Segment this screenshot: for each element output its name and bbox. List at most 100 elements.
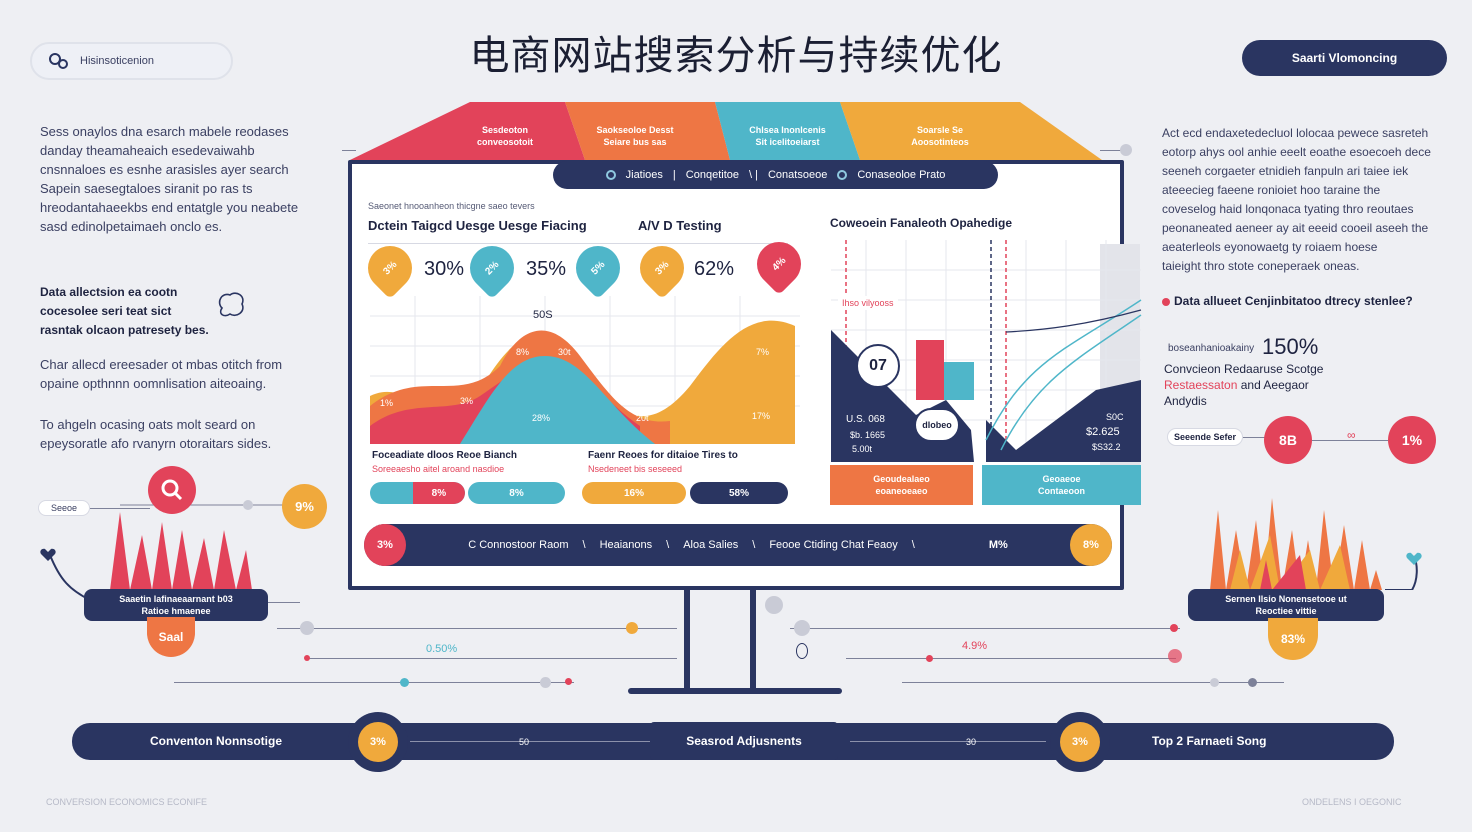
top-left-pill-label: Hisinsoticenion — [80, 55, 154, 67]
area-label-g: 17% — [752, 411, 771, 421]
timeline-dot-5b — [1168, 649, 1182, 663]
footer-item-2[interactable]: Aloa Salies — [683, 539, 739, 551]
funnel-val-1: U.S. 068 — [846, 414, 885, 425]
section-title-funnel: Coweoein Fanaleoth Opahedige — [830, 216, 1013, 230]
pct-right: 4.9% — [962, 640, 988, 652]
nav-item-2[interactable]: Conatsoeoe — [767, 169, 828, 181]
top-left-pill[interactable]: Hisinsoticenion — [30, 42, 233, 80]
left-small-tag: Seeoe — [38, 500, 90, 516]
link-icon — [48, 52, 70, 70]
bottom-left-circle: 3% — [348, 712, 408, 772]
right-sub-3: Andydis — [1164, 394, 1207, 408]
left-connector-dot — [243, 500, 253, 510]
pct-left: 0.50% — [426, 643, 458, 655]
bottom-left-title: Foceadiate dloos Reoe Bianch — [372, 450, 518, 461]
bottom-left-sub: Soreeaesho aitel aroand nasdioe — [372, 464, 505, 474]
right-circle-connector — [1312, 440, 1388, 441]
left-orange-badge: Saal — [147, 617, 195, 657]
bottom-left-rule — [410, 741, 650, 742]
bottom-right-label[interactable]: Top 2 Farnaeti Song — [1152, 734, 1267, 748]
right-circle-1: 8B — [1264, 416, 1312, 464]
area-label-h: 7% — [756, 347, 770, 357]
timeline-dot-4a — [794, 620, 810, 636]
footer-right-text: M% — [988, 539, 1008, 551]
funnel-right-val-0: S0C — [1106, 412, 1124, 422]
area-label-b: 30t — [558, 347, 571, 357]
timeline-dot-3a — [400, 678, 409, 687]
monitor-stand-base — [628, 688, 842, 694]
left-stat-circle: 9% — [282, 484, 327, 529]
bottom-right-circle: 3% — [1050, 712, 1110, 772]
monitor-stand-neck — [684, 590, 690, 690]
nav-icon-0 — [605, 170, 616, 180]
bottom-left-label[interactable]: Conventon Nonnsotige — [150, 734, 282, 748]
footer-item-0[interactable]: C Connostoor Raom — [468, 539, 569, 551]
pin-1-value: 35% — [526, 258, 567, 280]
area-label-a: 8% — [516, 347, 530, 357]
timeline-line-3 — [174, 682, 574, 683]
footer-left-badge: 3% — [364, 524, 406, 566]
right-circle-2: 1% — [1388, 416, 1436, 464]
stand-dot — [765, 596, 783, 614]
right-orange-badge: 83% — [1268, 618, 1318, 660]
footer-item-3[interactable]: Feooe Ctiding Chat Feaoy — [769, 539, 898, 551]
brain-icon — [214, 288, 248, 322]
progress-bar-1: 8% — [468, 482, 565, 504]
timeline-dot-5a — [926, 655, 933, 662]
bottom-mid-left-small: 50 — [519, 737, 530, 747]
timeline-line-6 — [902, 682, 1284, 683]
right-question-bullet — [1162, 298, 1170, 306]
right-sub-1: Convcieon Redaaruse Scotge — [1164, 362, 1324, 376]
monitor-nav: Jiatioes| Conqetitoe\ | Conatsoeoe Conas… — [553, 161, 998, 189]
footer-item-1[interactable]: Heaianons — [599, 539, 653, 551]
timeline-line-2 — [307, 658, 677, 659]
heart-icon — [40, 548, 56, 562]
bottom-mid-title: Faenr Reoes for ditaioe Tires to — [588, 450, 738, 461]
footer-right-caption: ONDELENS I OEGONIC — [1302, 797, 1402, 807]
timeline-line-1 — [277, 628, 677, 629]
nav-item-3[interactable]: Conaseoloe Prato — [857, 169, 946, 181]
section-underline — [368, 243, 788, 244]
funnel-val-3: 5.00t — [852, 444, 873, 454]
footer-right-badge: 8% — [1070, 524, 1112, 566]
monitor-stand-neck-2 — [750, 590, 756, 690]
timeline-line-4 — [790, 628, 1180, 629]
top-right-pill[interactable]: Saarti Vlomoncing — [1242, 40, 1447, 76]
nav-item-0[interactable]: Jiatioes — [625, 169, 663, 181]
right-chip-connector — [1243, 437, 1265, 438]
area-label-f: 20t — [636, 413, 649, 423]
bottom-center-label[interactable]: Seasrod Adjusnents — [650, 722, 838, 760]
timeline-line-5 — [846, 658, 1176, 659]
nav-icon-3 — [837, 170, 848, 180]
area-label-e: 1% — [380, 398, 394, 408]
monitor-left-connector — [342, 150, 356, 151]
right-stat-big: 150% — [1262, 334, 1319, 359]
right-heart-icon — [1406, 552, 1422, 566]
area-peak-label: 50S — [533, 309, 553, 321]
nav-item-1[interactable]: Conqetitoe — [685, 169, 739, 181]
timeline-dot-6b — [1248, 678, 1257, 687]
timeline-dot-4c — [796, 643, 808, 659]
right-para: Act ecd endaxetedecluol lolocaa pewece s… — [1162, 126, 1431, 273]
funnel-val-2: $b. 1665 — [850, 430, 886, 440]
area-label-c: 28% — [532, 413, 551, 423]
timeline-dot-3c — [565, 678, 572, 685]
right-chip[interactable]: Seeende Sefer — [1167, 428, 1243, 446]
funnel-callout: Ihso vilyooss — [838, 296, 898, 310]
left-para-2: Char allecd ereesader ot mbas otitch fro… — [40, 357, 283, 391]
page-title: 电商网站搜索分析与持续优化 — [469, 34, 1003, 78]
footer-left-caption: CONVERSION ECONOMICS ECONIFE — [46, 797, 208, 807]
right-spike-chart — [1210, 498, 1418, 590]
funnel-right-val-2: $S32.2 — [1092, 442, 1121, 452]
search-icon[interactable] — [148, 466, 196, 514]
right-stat-small: boseanhanioakainy — [1168, 343, 1255, 354]
